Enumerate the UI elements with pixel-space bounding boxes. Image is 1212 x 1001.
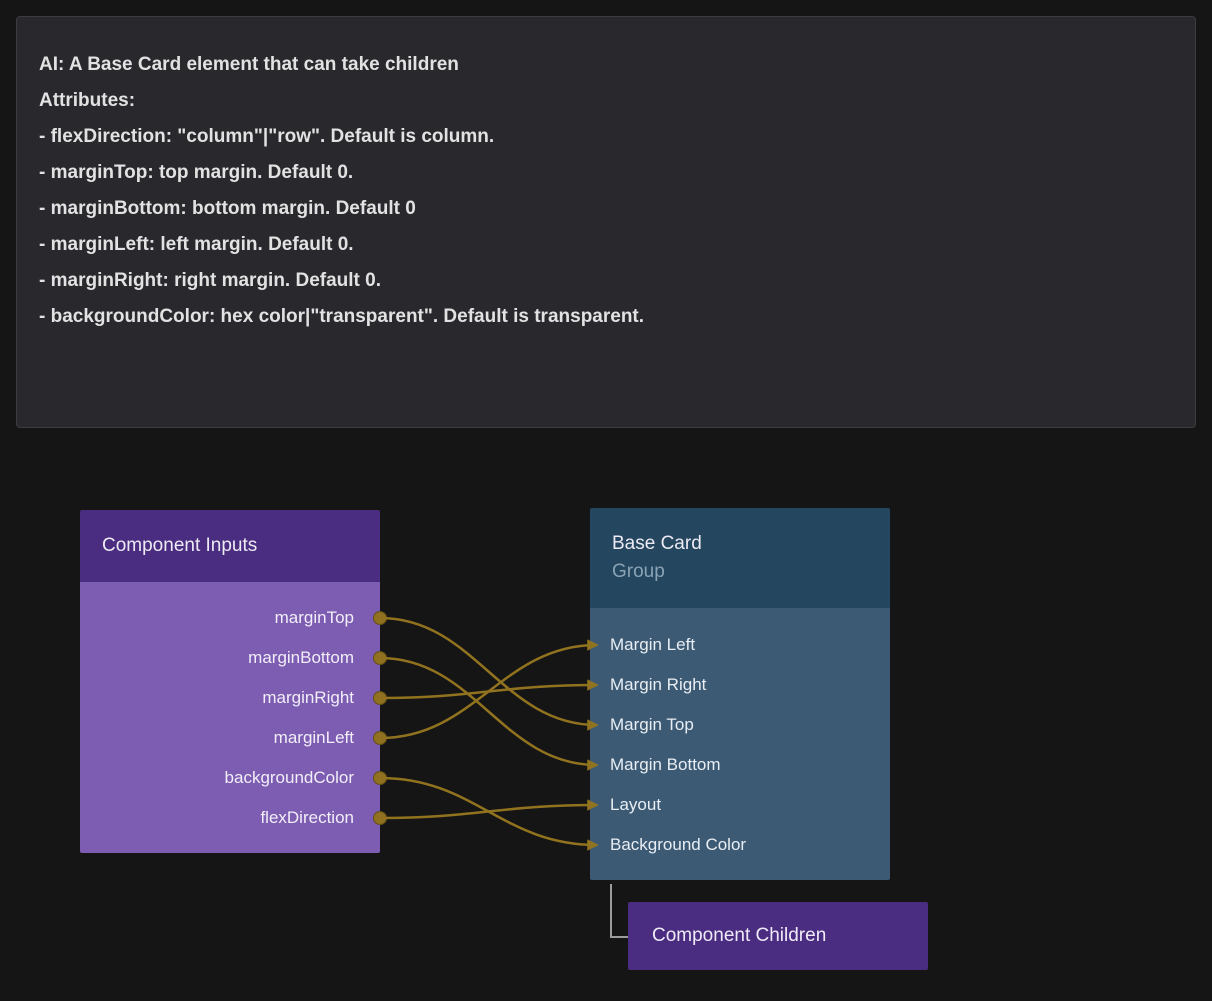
prompt-line: - marginRight: right margin. Default 0. [39,270,382,291]
connection-edge[interactable] [379,656,599,771]
port-label: Margin Left [610,635,696,654]
base-card-body: Margin Left Margin Right Margin Top Marg… [590,608,890,880]
prompt-line: - backgroundColor: hex color|"transparen… [39,306,645,327]
port-label: Margin Right [610,675,707,694]
component-inputs-body: marginTop marginBottom marginRight margi… [80,582,387,853]
port-label: marginRight [262,688,354,707]
input-port-row[interactable]: Margin Right [590,665,890,705]
port-label: flexDirection [260,808,354,827]
output-port-dot[interactable] [373,651,387,665]
output-port-dot[interactable] [373,691,387,705]
connection-edge[interactable] [379,616,599,731]
prompt-line: - marginBottom: bottom margin. Default 0 [39,198,416,219]
prompt-line: AI: A Base Card element that can take ch… [39,54,459,75]
port-label: marginTop [274,608,354,627]
input-port-row[interactable]: Layout [590,785,890,825]
input-port-row[interactable]: Margin Left [590,625,890,665]
base-card-header: Base Card Group [590,508,890,608]
output-port-row[interactable]: marginRight [80,678,387,718]
children-connector-line [610,884,628,938]
output-port-dot[interactable] [373,611,387,625]
port-label: Margin Top [610,715,694,734]
prompt-line: - marginLeft: left margin. Default 0. [39,234,354,255]
port-label: Margin Bottom [610,755,721,774]
node-subtitle: Group [612,561,665,582]
base-card-node[interactable]: Base Card Group Margin Left Margin Right… [590,508,890,880]
output-port-dot[interactable] [373,771,387,785]
port-label: backgroundColor [224,768,354,787]
input-port-row[interactable]: Margin Bottom [590,745,890,785]
prompt-line: Attributes: [39,90,136,111]
port-label: Layout [610,795,662,814]
node-title: Component Children [652,925,827,946]
output-port-row[interactable]: backgroundColor [80,758,387,798]
component-children-node[interactable]: Component Children [628,902,928,970]
node-title: Component Inputs [102,535,258,556]
output-port-row[interactable]: marginTop [80,598,387,638]
output-port-dot[interactable] [373,811,387,825]
prompt-line: - flexDirection: "column"|"row". Default… [39,126,495,147]
output-port-row[interactable]: marginBottom [80,638,387,678]
node-title: Base Card [612,533,702,554]
connection-edge[interactable] [379,799,599,820]
prompt-line: - marginTop: top margin. Default 0. [39,162,354,183]
ai-prompt-panel[interactable]: AI: A Base Card element that can take ch… [16,16,1196,428]
component-inputs-node[interactable]: Component Inputs marginTop marginBottom … [80,510,387,853]
component-inputs-header: Component Inputs [80,510,380,582]
input-port-row[interactable]: Background Color [590,825,890,865]
output-port-dot[interactable] [373,731,387,745]
output-port-row[interactable]: flexDirection [80,798,387,838]
port-label: Background Color [610,835,747,854]
input-port-row[interactable]: Margin Top [590,705,890,745]
port-label: marginLeft [273,728,354,747]
connection-edge[interactable] [379,776,599,851]
port-label: marginBottom [248,648,354,667]
connection-edge[interactable] [379,639,599,740]
output-port-row[interactable]: marginLeft [80,718,387,758]
connection-edge[interactable] [379,679,599,700]
